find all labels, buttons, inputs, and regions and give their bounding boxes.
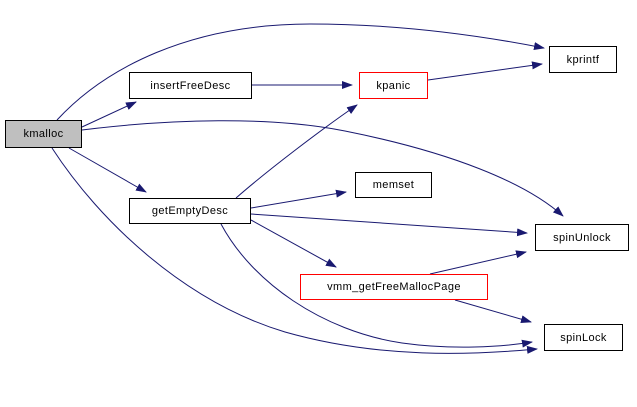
node-spinLock[interactable]: spinLock — [544, 324, 623, 351]
node-label-kprintf: kprintf — [566, 53, 600, 66]
node-spinUnlock[interactable]: spinUnlock — [535, 224, 629, 251]
edge-kmalloc-to-insertFreeDesc — [81, 101, 137, 128]
node-kmalloc[interactable]: kmalloc — [5, 120, 82, 148]
node-label-memset: memset — [372, 179, 415, 191]
node-label-kpanic: kpanic — [376, 79, 411, 92]
edge-kmalloc-to-spinLock — [51, 147, 538, 354]
node-insertFreeDesc[interactable]: insertFreeDesc — [129, 72, 252, 99]
edge-vmm_getFreeMallocPage-to-spinUnlock — [429, 250, 527, 275]
node-label-spinUnlock: spinUnlock — [553, 231, 611, 244]
edge-kpanic-to-kprintf — [427, 61, 543, 81]
node-label-vmm_getFreeMallocPage: vmm_getFreeMallocPage — [327, 281, 461, 293]
node-label-spinLock: spinLock — [560, 331, 607, 344]
edge-getEmptyDesc-to-spinLock — [220, 223, 533, 348]
edge-getEmptyDesc-to-vmm_getFreeMallocPage — [250, 219, 337, 268]
edge-group — [51, 23, 564, 354]
node-getEmptyDesc[interactable]: getEmptyDesc — [129, 198, 251, 224]
node-memset[interactable]: memset — [355, 172, 432, 198]
edge-vmm_getFreeMallocPage-to-spinLock — [454, 299, 532, 324]
node-label-getEmptyDesc: getEmptyDesc — [151, 205, 229, 217]
edge-getEmptyDesc-to-spinUnlock — [250, 213, 528, 237]
edge-kmalloc-to-kprintf — [56, 23, 545, 121]
edge-getEmptyDesc-to-memset — [250, 189, 347, 209]
node-kpanic[interactable]: kpanic — [359, 72, 428, 99]
node-label-kmalloc: kmalloc — [23, 128, 64, 140]
edge-getEmptyDesc-to-kpanic — [235, 104, 358, 199]
edge-kmalloc-to-spinUnlock — [81, 120, 564, 217]
node-vmm_getFreeMallocPage[interactable]: vmm_getFreeMallocPage — [300, 274, 488, 300]
node-label-insertFreeDesc: insertFreeDesc — [150, 79, 231, 92]
edge-kmalloc-to-getEmptyDesc — [68, 147, 147, 193]
node-kprintf[interactable]: kprintf — [549, 46, 617, 73]
